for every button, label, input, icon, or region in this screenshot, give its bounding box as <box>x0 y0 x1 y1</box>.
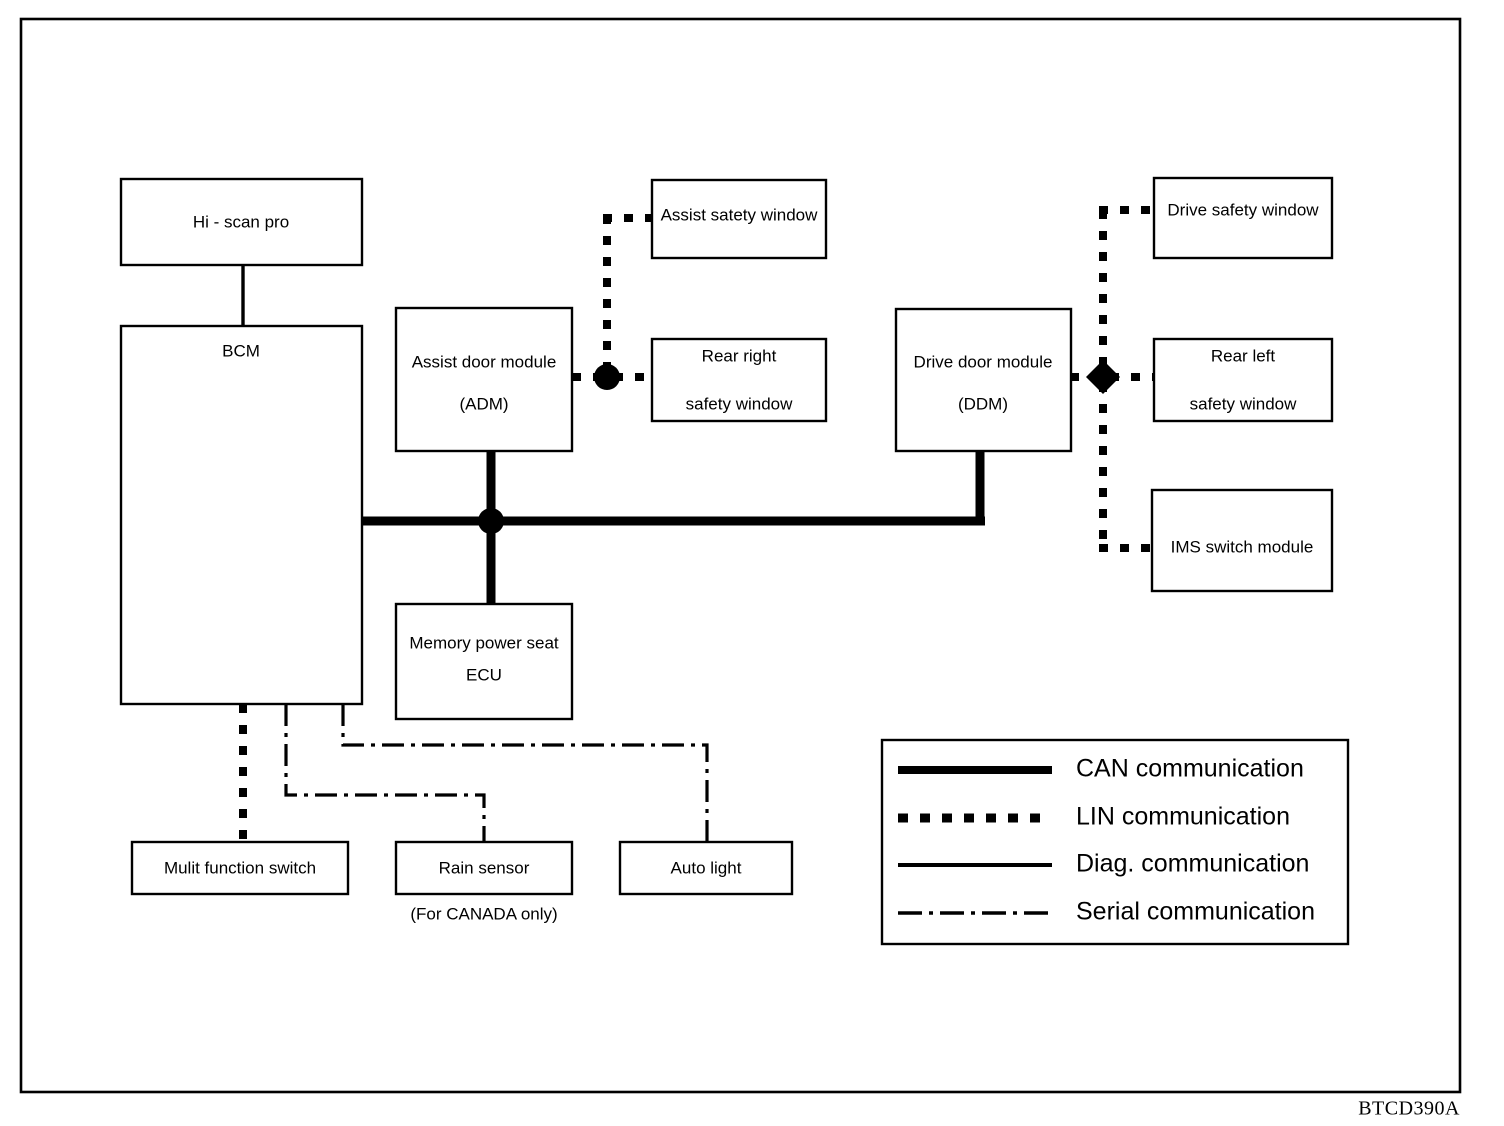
block-drive-door-module[interactable]: Drive door module (DDM) <box>894 307 1073 453</box>
block-label-rear-left-line1: Rear left <box>1211 346 1276 365</box>
block-rear-left-safety-window[interactable]: Rear left safety window <box>1152 337 1334 423</box>
block-memory-power-seat-ecu[interactable]: Memory power seat ECU <box>394 602 574 721</box>
block-bcm[interactable]: BCM <box>119 324 364 706</box>
block-label-memory-seat-line2: ECU <box>466 665 502 684</box>
lin-junction-dot-assist <box>594 364 620 390</box>
legend-label-lin: LIN communication <box>1076 803 1290 831</box>
block-label-ddm-line2: (DDM) <box>958 394 1008 413</box>
legend-label-can: CAN communication <box>1076 755 1304 783</box>
block-ims-switch-module[interactable]: IMS switch module <box>1150 488 1334 593</box>
outer-border <box>19 17 1462 1094</box>
block-multi-function-switch[interactable]: Mulit function switch <box>130 840 350 896</box>
block-label-adm-line2: (ADM) <box>459 394 508 413</box>
block-assist-safety-window[interactable]: Assist satety window <box>650 178 828 260</box>
block-label-hi-scan-pro: Hi - scan pro <box>193 212 289 231</box>
block-auto-light[interactable]: Auto light <box>618 840 794 896</box>
block-label-bcm: BCM <box>222 341 260 360</box>
canada-only-note: (For CANADA only) <box>410 904 557 923</box>
lin-junction-diamond-drive <box>1086 360 1120 394</box>
block-label-adm-line1: Assist door module <box>412 352 557 371</box>
block-hi-scan-pro[interactable]: Hi - scan pro <box>119 177 364 267</box>
legend: CAN communication LIN communication Diag… <box>880 738 1350 946</box>
block-drive-safety-window[interactable]: Drive safety window <box>1152 176 1334 260</box>
serial-line-bcm-auto-light <box>341 704 709 842</box>
block-label-rear-left-line2: safety window <box>1190 394 1297 413</box>
block-label-memory-seat-line1: Memory power seat <box>409 633 559 652</box>
block-label-rain-sensor: Rain sensor <box>439 858 530 877</box>
block-label-assist-safety-window: Assist satety window <box>661 205 819 224</box>
legend-label-serial: Serial communication <box>1076 898 1315 926</box>
block-label-ddm-line1: Drive door module <box>914 352 1053 371</box>
block-rain-sensor[interactable]: Rain sensor <box>394 840 574 896</box>
block-label-auto-light: Auto light <box>671 858 742 877</box>
block-label-drive-safety-window: Drive safety window <box>1167 200 1319 219</box>
block-label-rear-right-line1: Rear right <box>702 346 777 365</box>
block-rear-right-safety-window[interactable]: Rear right safety window <box>650 337 828 423</box>
figure-code: BTCD390A <box>1358 1098 1460 1120</box>
block-assist-door-module[interactable]: Assist door module (ADM) <box>394 306 574 453</box>
block-label-ims-switch-module: IMS switch module <box>1171 537 1314 556</box>
serial-line-bcm-rain-sensor <box>284 704 486 842</box>
can-junction-dot-trunk <box>478 508 504 534</box>
legend-label-diag: Diag. communication <box>1076 850 1309 878</box>
block-label-multi-function-switch: Mulit function switch <box>164 858 316 877</box>
block-label-rear-right-line2: safety window <box>686 394 793 413</box>
